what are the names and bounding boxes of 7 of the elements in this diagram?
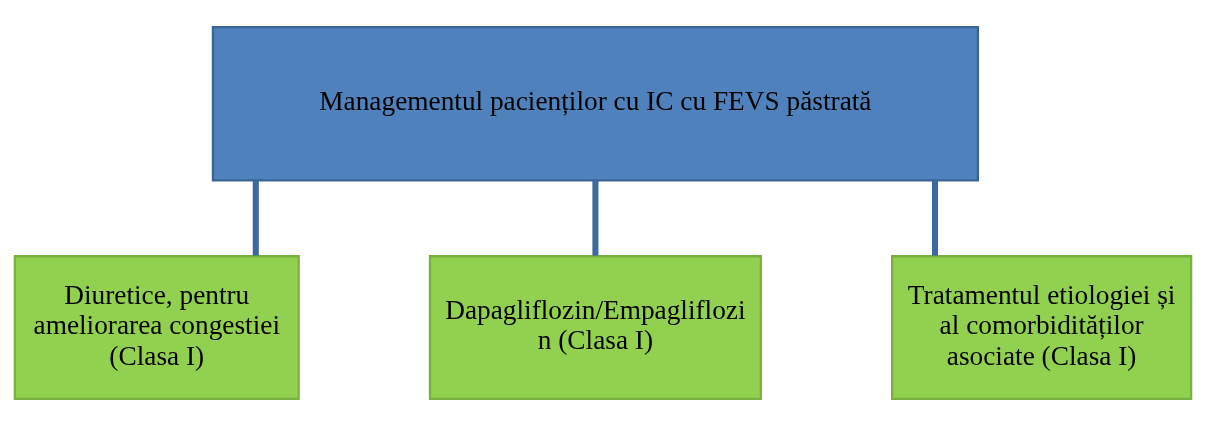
node-box: Diuretice, pentru ameliorarea congestiei (Clasa I) xyxy=(13,254,300,400)
node-box: Tratamentul etiologiei și al comorbidităților asociate (Clasa I) xyxy=(891,254,1193,400)
node-box: Managementul pacienților cu IC cu FEVS păstrată xyxy=(211,25,980,181)
connector xyxy=(252,180,259,256)
connector xyxy=(592,180,599,256)
node-box: Dapagliflozin/Empagliflozin (Clasa I) xyxy=(428,254,762,400)
connector xyxy=(932,180,939,256)
